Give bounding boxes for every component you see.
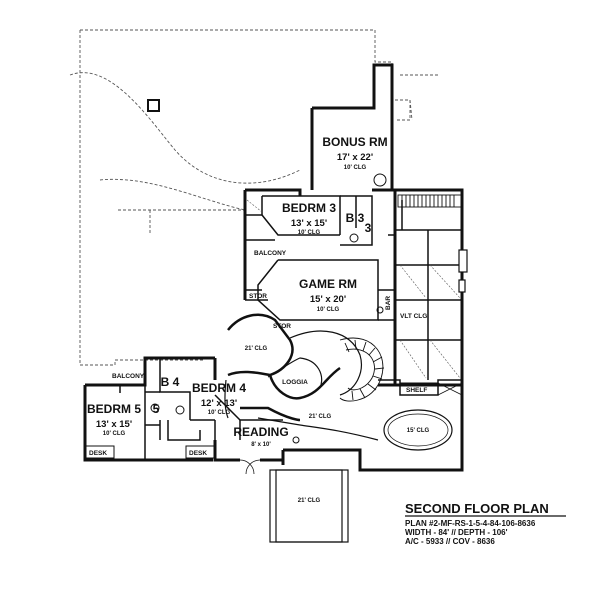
- plan-info-line-1: PLAN #2-MF-RS-1-5-4-84-106-8636: [405, 519, 536, 528]
- oval-ceiling: [383, 409, 453, 451]
- bedrm4-dim: 12' x 13': [201, 398, 237, 409]
- curved-walls-thin: [224, 330, 379, 441]
- bonus-room-dim: 17' x 22': [337, 152, 373, 163]
- shelf-label: SHELF: [406, 387, 427, 394]
- bedrm4-name: BEDRM 4: [192, 381, 246, 395]
- balcony-left-label: BALCONY: [112, 373, 145, 380]
- fixtures: [150, 173, 387, 444]
- upper-stair: [397, 194, 463, 208]
- exterior-walls: [83, 63, 464, 472]
- bonus-room-name: BONUS RM: [322, 135, 387, 149]
- clg-15-label: 15' CLG: [407, 428, 430, 434]
- plan-title: SECOND FLOOR PLAN: [405, 501, 549, 516]
- bedrm5-name: BEDRM 5: [87, 402, 141, 416]
- desks: [85, 445, 215, 459]
- bar-label: BAR: [385, 296, 392, 310]
- bedrm4-clg: 10' CLG: [208, 410, 231, 416]
- closet5-label: 5: [153, 402, 160, 416]
- stor-left-label: STOR: [249, 293, 267, 300]
- door-swings: [200, 459, 261, 475]
- desk-left-label: DESK: [89, 450, 107, 457]
- bedrm5-clg: 10' CLG: [103, 431, 126, 437]
- loggia-label: LOGGIA: [282, 379, 308, 386]
- shelf-box: [399, 382, 439, 396]
- bath4-label: B 4: [161, 375, 180, 389]
- curved-walls: [227, 313, 341, 422]
- closet3-label: 3: [365, 221, 372, 235]
- clg-21-center: 21' CLG: [309, 414, 332, 420]
- bedrm3-dim: 13' x 15': [291, 218, 327, 229]
- game-room-dim: 15' x 20': [310, 294, 346, 305]
- vlt-clg-label: VLT CLG: [400, 313, 427, 320]
- plan-info-line-3: A/C - 5933 // COV - 8636: [405, 537, 495, 546]
- bonus-room-clg: 10' CLG: [344, 165, 367, 171]
- stor-right-label: STOR: [273, 323, 291, 330]
- balcony-upper-label: BALCONY: [254, 250, 287, 257]
- bedrm5-dim: 13' x 15': [96, 419, 132, 430]
- reading-name: READING: [233, 425, 288, 439]
- chimney-box: [147, 99, 160, 112]
- bedrm3-clg: 10' CLG: [298, 230, 321, 236]
- game-room-name: GAME RM: [299, 277, 357, 291]
- bath3-label: B 3: [346, 211, 365, 225]
- clg-21-left: 21' CLG: [245, 346, 268, 352]
- plan-info-line-2: WIDTH - 84' // DEPTH - 106': [405, 528, 508, 537]
- reading-dim: 8' x 10': [251, 442, 271, 448]
- bedrm3-name: BEDRM 3: [282, 201, 336, 215]
- entry-porch: [269, 469, 349, 543]
- desk-right-label: DESK: [189, 450, 207, 457]
- windows: [458, 249, 468, 293]
- game-room-clg: 10' CLG: [317, 307, 340, 313]
- interior-walls: [119, 195, 462, 460]
- clg-21-bottom: 21' CLG: [298, 498, 321, 504]
- spiral-stair: [339, 337, 385, 402]
